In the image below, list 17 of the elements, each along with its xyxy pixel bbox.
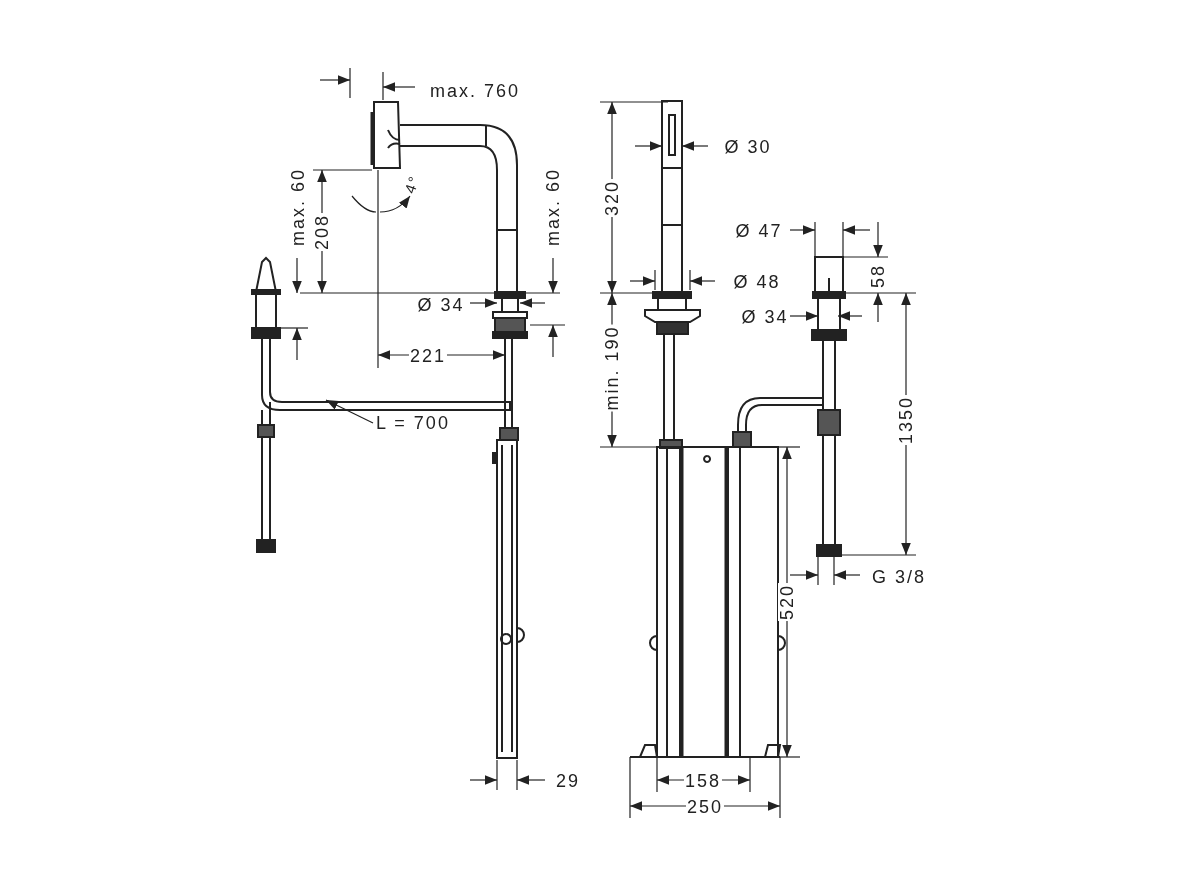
dimension-label: max. 60 xyxy=(544,167,562,247)
dimension-label: max. 60 xyxy=(289,167,307,247)
dimension-label: max. 760 xyxy=(429,82,521,100)
dimension-label: min. 190 xyxy=(603,324,621,412)
dimension-label: 29 xyxy=(555,772,581,790)
dimension-label: G 3/8 xyxy=(871,568,927,586)
dimension-label: 320 xyxy=(603,179,621,217)
hose-pipe xyxy=(261,337,511,411)
dimension-label: 221 xyxy=(409,347,447,365)
dimension-label: 158 xyxy=(684,772,722,790)
leader-line xyxy=(325,399,374,424)
dimension-label: 520 xyxy=(778,583,796,621)
callout-label: L = 700 xyxy=(375,414,451,432)
dimension-label: 250 xyxy=(686,798,724,816)
dimension-label: 1350 xyxy=(897,395,915,445)
dimension-label: 58 xyxy=(869,263,887,289)
dimension-label: 208 xyxy=(313,213,331,251)
